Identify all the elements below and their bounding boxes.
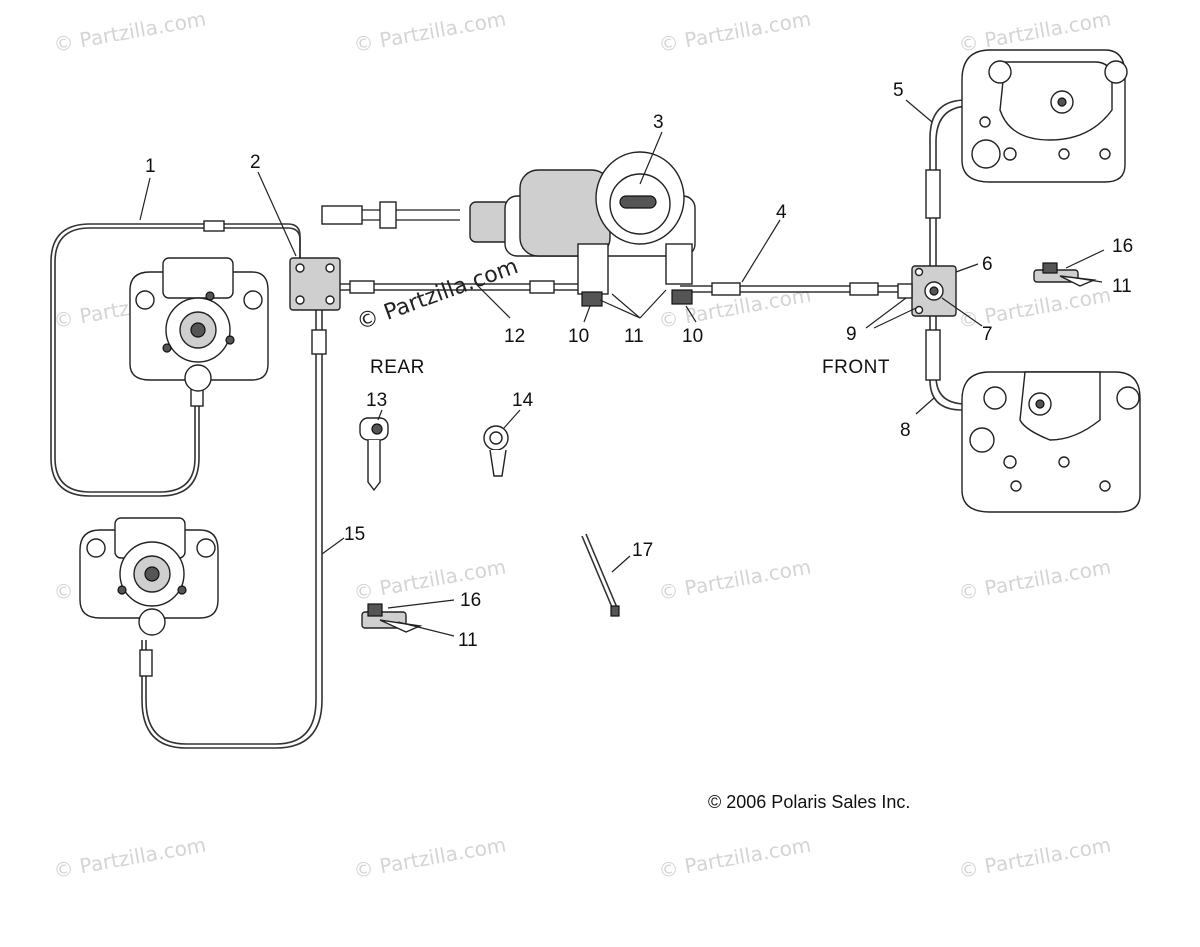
hose-fitting bbox=[529, 280, 555, 294]
master-cylinder bbox=[321, 151, 696, 307]
callout: 12 bbox=[504, 326, 525, 347]
watermark: © Partzilla.com bbox=[957, 832, 1113, 882]
watermark: © Partzilla.com bbox=[352, 6, 508, 56]
hose-clip-13 bbox=[359, 417, 389, 492]
section-label-rear: REAR bbox=[370, 357, 425, 378]
callout: 16 bbox=[1112, 236, 1133, 257]
hose-fitting bbox=[711, 282, 741, 296]
front-brake-junction bbox=[897, 265, 957, 317]
callout: 13 bbox=[366, 390, 387, 411]
banjo-bolt bbox=[897, 283, 913, 299]
watermark: © Partzilla.com bbox=[957, 554, 1113, 604]
callout: 4 bbox=[776, 202, 787, 223]
front-upper-caliper bbox=[961, 49, 1128, 183]
callout: 5 bbox=[893, 80, 904, 101]
hose-fitting bbox=[925, 329, 941, 381]
callout: 1 bbox=[145, 156, 156, 177]
callout: 17 bbox=[632, 540, 653, 561]
watermark: © Partzilla.com bbox=[52, 832, 208, 882]
callout: 11 bbox=[624, 326, 644, 347]
callout: 2 bbox=[250, 152, 261, 173]
hose-clamp-14 bbox=[483, 425, 509, 477]
callout: 6 bbox=[982, 254, 993, 275]
hose-fitting bbox=[203, 220, 225, 232]
cable-tie-17 bbox=[581, 533, 620, 617]
hose-fitting bbox=[311, 329, 327, 355]
callout: 10 bbox=[568, 326, 589, 347]
callout: 15 bbox=[344, 524, 365, 545]
callout-labels: 1 2 3 4 5 6 7 8 9 10 10 11 11 11 12 13 1… bbox=[145, 80, 1133, 651]
embedded-watermark: © Partzilla.com bbox=[354, 254, 522, 336]
callout: 10 bbox=[682, 326, 703, 347]
copyright-notice: © 2006 Polaris Sales Inc. bbox=[708, 792, 910, 812]
callout: 16 bbox=[460, 590, 481, 611]
leader-lines bbox=[139, 99, 1105, 637]
watermark-layer: © Partzilla.com © Partzilla.com © Partzi… bbox=[52, 6, 1113, 882]
bolt-washer-16-11-lower bbox=[361, 603, 423, 633]
section-label-front: FRONT bbox=[822, 357, 890, 378]
callout: 11 bbox=[1112, 276, 1132, 297]
hose-fitting bbox=[139, 649, 153, 677]
front-lower-caliper bbox=[961, 371, 1141, 513]
watermark: © Partzilla.com bbox=[657, 832, 813, 882]
callout: 7 bbox=[982, 324, 993, 345]
watermark: © Partzilla.com bbox=[352, 832, 508, 882]
rear-brake-junction bbox=[289, 257, 341, 311]
hose-fitting bbox=[849, 282, 879, 296]
watermark: © Partzilla.com bbox=[352, 554, 508, 604]
bolt-washer-16-11-upper bbox=[1033, 262, 1097, 287]
callout: 3 bbox=[653, 112, 664, 133]
rear-left-caliper bbox=[129, 257, 269, 392]
watermark: © Partzilla.com bbox=[657, 554, 813, 604]
hose-fitting bbox=[349, 280, 375, 294]
callout: 14 bbox=[512, 390, 534, 411]
rear-right-caliper bbox=[79, 517, 219, 636]
callout: 11 bbox=[458, 630, 478, 651]
watermark: © Partzilla.com bbox=[52, 6, 208, 56]
callout: 9 bbox=[846, 324, 857, 345]
watermark: © Partzilla.com bbox=[657, 6, 813, 56]
callout: 8 bbox=[900, 420, 911, 441]
hose-fitting bbox=[925, 169, 941, 219]
